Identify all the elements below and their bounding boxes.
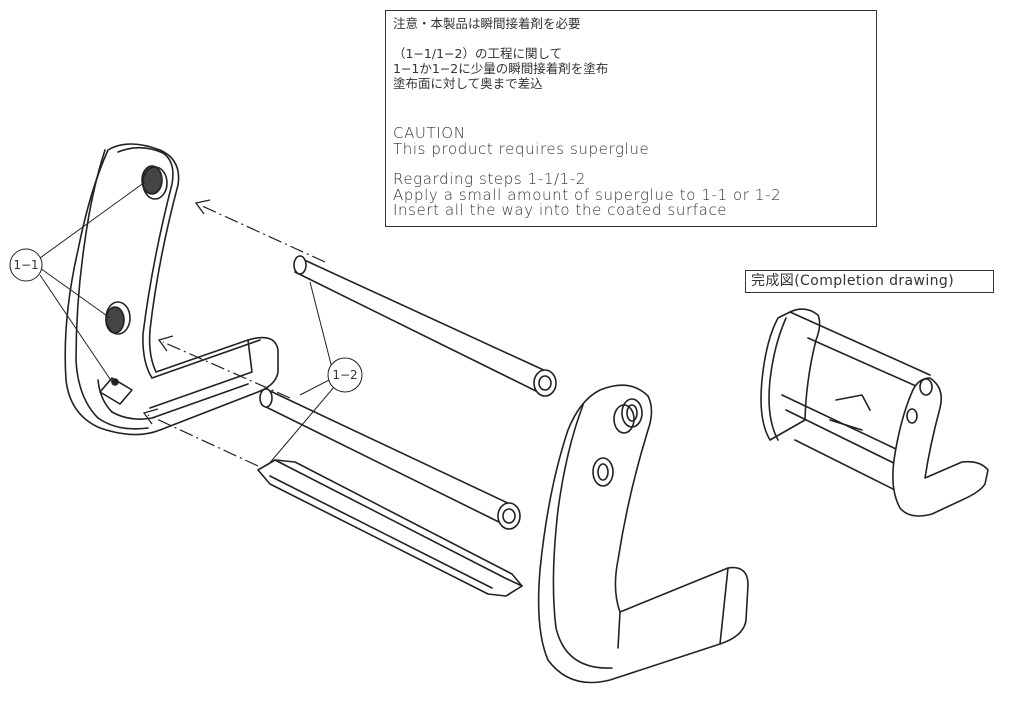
callout-leaders	[39, 181, 341, 466]
flat-bar	[257, 459, 523, 597]
arrow-head-lower	[142, 408, 159, 425]
caution-jp-line-4: 塗布面に対して奥まで差込	[393, 76, 543, 91]
arrow-head-middle	[157, 335, 174, 352]
svg-text:1−1: 1−1	[13, 258, 38, 272]
arrow-head-upper	[194, 199, 211, 215]
upper-rod	[293, 255, 557, 397]
lower-rod	[259, 388, 521, 530]
callout-1-1: 1−1	[9, 248, 43, 282]
caution-title: CAUTION	[393, 124, 466, 142]
caution-en-line-3: Apply a small amount of superglue to 1-1…	[393, 185, 782, 204]
caution-jp-line-3: 1−1か1−2に少量の瞬間接着剤を塗布	[393, 61, 609, 76]
caution-en-line-1: This product requires superglue	[393, 139, 650, 158]
right-bracket	[537, 384, 749, 684]
left-bracket	[64, 143, 279, 436]
caution-en-line-4: Insert all the way into the coated surfa…	[393, 201, 728, 219]
completed-assembly	[760, 308, 989, 517]
caution-jp-line-1: 注意・本製品は瞬間接着剤を必要	[393, 16, 581, 31]
caution-jp-line-2: （1−1/1−2）の工程に関して	[393, 46, 563, 61]
caution-note-box: 注意・本製品は瞬間接着剤を必要 （1−1/1−2）の工程に関して 1−1か1−2…	[385, 10, 877, 227]
completion-drawing-label: 完成図(Completion drawing)	[745, 270, 994, 293]
caution-en-line-2: Regarding steps 1-1/1-2	[393, 170, 586, 188]
assembly-arrows	[147, 204, 326, 467]
svg-text:1−2: 1−2	[332, 368, 357, 382]
callout-1-2: 1−2	[327, 357, 363, 393]
